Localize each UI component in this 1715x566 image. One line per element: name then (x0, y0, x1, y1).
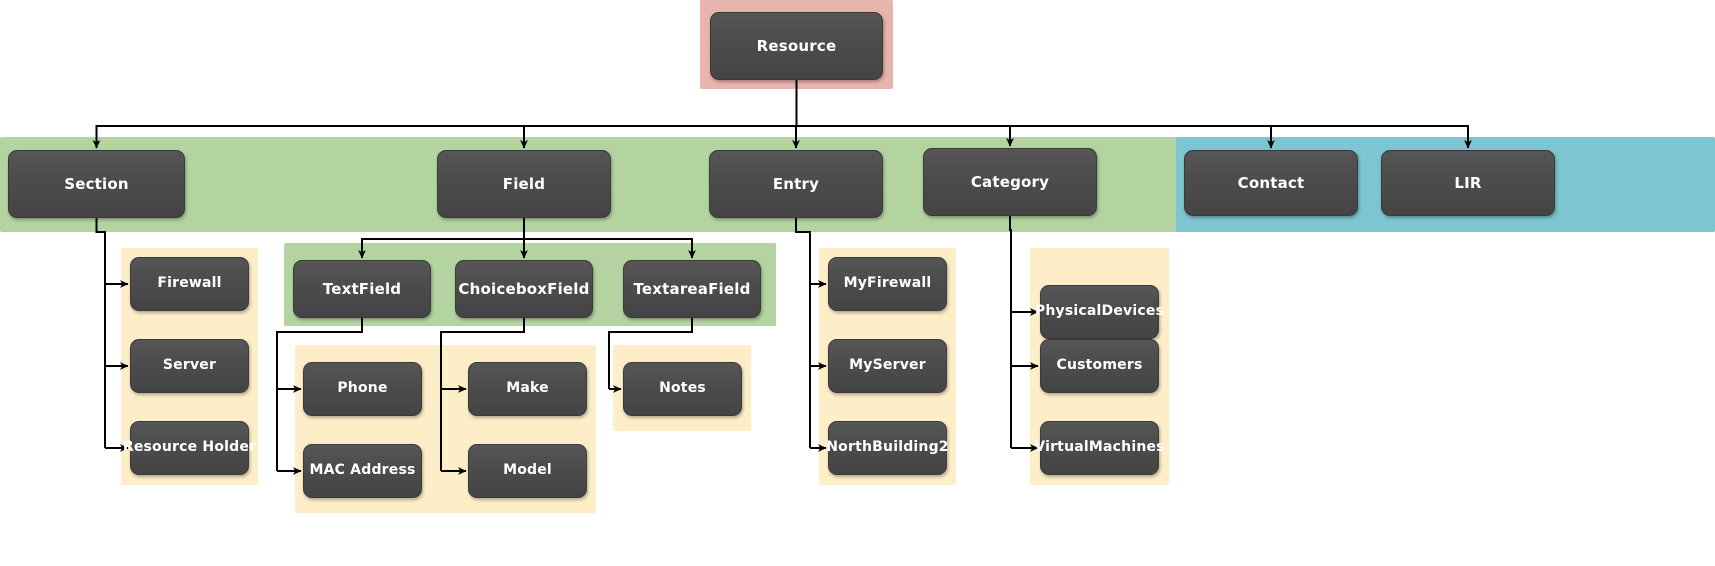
node-model[interactable]: Model (468, 444, 587, 498)
node-label-resourceholder: Resource Holder (122, 439, 257, 456)
node-label-lir: LIR (1454, 173, 1482, 192)
node-label-physicaldevices: PhysicalDevices (1034, 303, 1165, 320)
node-section[interactable]: Section (8, 150, 185, 218)
node-northbuilding2[interactable]: NorthBuilding2 (826, 421, 949, 475)
node-field[interactable]: Field (437, 150, 611, 218)
edge-spine-section (95, 218, 106, 448)
node-lir[interactable]: LIR (1381, 150, 1555, 216)
node-label-resource: Resource (756, 36, 837, 55)
node-server[interactable]: Server (130, 339, 249, 393)
node-phone[interactable]: Phone (303, 362, 422, 416)
node-make[interactable]: Make (468, 362, 587, 416)
node-label-myfirewall: MyFirewall (843, 275, 932, 292)
node-label-model: Model (503, 462, 552, 479)
node-label-section: Section (64, 174, 129, 193)
node-resource[interactable]: Resource (710, 12, 883, 80)
node-entry[interactable]: Entry (709, 150, 883, 218)
node-label-choiceboxfield: ChoiceboxField (458, 279, 590, 298)
node-myfirewall[interactable]: MyFirewall (828, 257, 947, 311)
edge-spine-category (1009, 216, 1012, 448)
node-macaddress[interactable]: MAC Address (303, 444, 422, 498)
node-label-notes: Notes (659, 380, 706, 397)
node-label-phone: Phone (337, 380, 388, 397)
node-label-macaddress: MAC Address (309, 462, 416, 479)
node-firewall[interactable]: Firewall (130, 257, 249, 311)
node-category[interactable]: Category (923, 148, 1097, 216)
edge-spine-entry (795, 218, 811, 448)
node-contact[interactable]: Contact (1184, 150, 1358, 216)
node-label-customers: Customers (1056, 357, 1143, 374)
node-virtualmachines[interactable]: VirtualMachines (1034, 421, 1165, 475)
node-label-server: Server (162, 357, 217, 374)
node-label-northbuilding2: NorthBuilding2 (826, 439, 949, 456)
node-label-contact: Contact (1237, 173, 1305, 192)
node-label-entry: Entry (772, 174, 820, 193)
node-notes[interactable]: Notes (623, 362, 742, 416)
node-choiceboxfield[interactable]: ChoiceboxField (455, 260, 593, 318)
node-label-virtualmachines: VirtualMachines (1034, 439, 1165, 456)
node-label-category: Category (970, 172, 1050, 191)
node-textareafield[interactable]: TextareaField (623, 260, 761, 318)
node-label-make: Make (506, 380, 549, 397)
node-label-textfield: TextField (322, 279, 402, 298)
node-label-firewall: Firewall (157, 275, 222, 292)
node-resourceholder[interactable]: Resource Holder (123, 421, 256, 475)
node-label-textareafield: TextareaField (633, 279, 751, 298)
node-physicaldevices[interactable]: PhysicalDevices (1035, 285, 1164, 339)
node-label-field: Field (502, 174, 546, 193)
node-label-myserver: MyServer (849, 357, 926, 374)
node-textfield[interactable]: TextField (293, 260, 431, 318)
node-customers[interactable]: Customers (1040, 339, 1159, 393)
node-myserver[interactable]: MyServer (828, 339, 947, 393)
